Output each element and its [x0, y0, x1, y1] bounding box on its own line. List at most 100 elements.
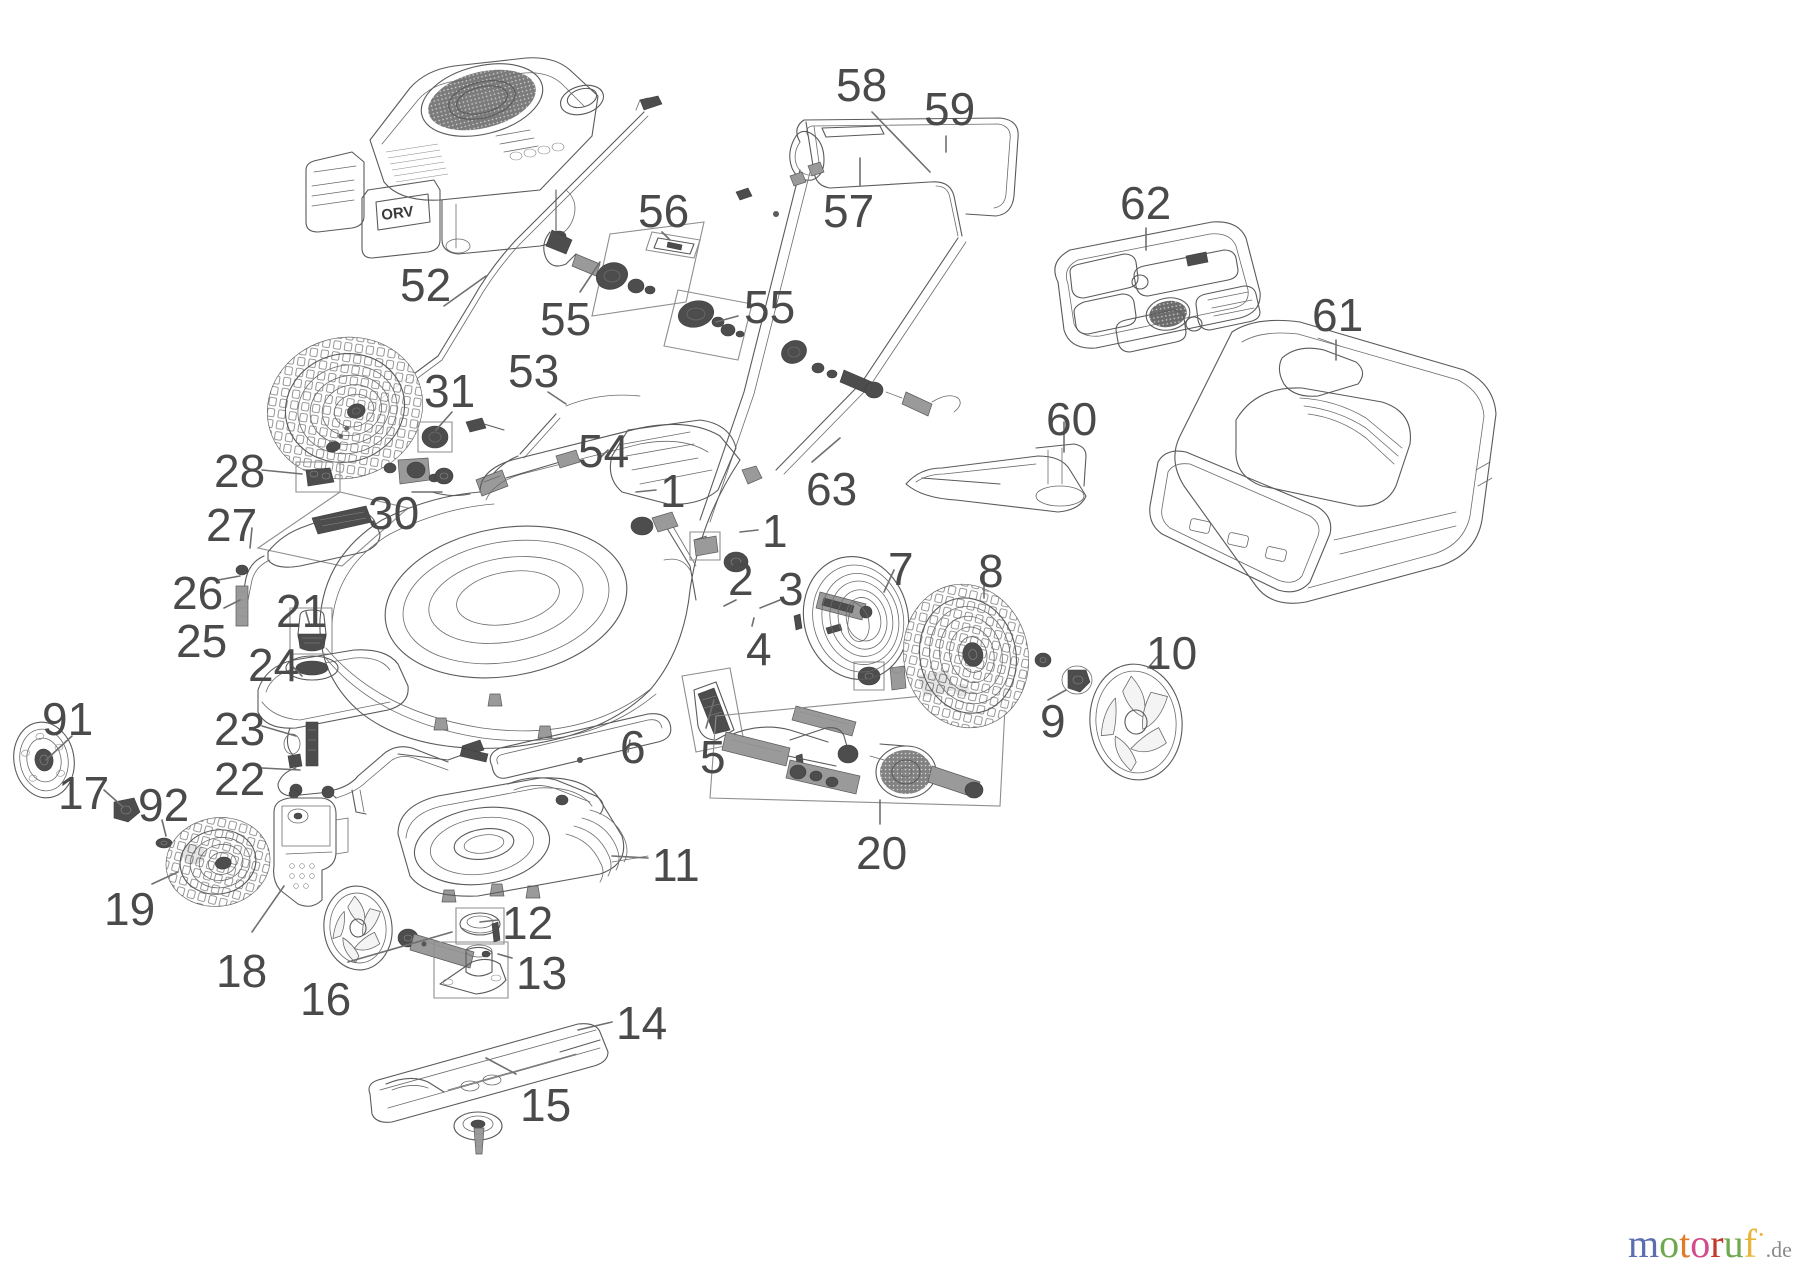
callout-1[interactable]: 1	[762, 505, 788, 557]
pin-25	[235, 585, 249, 627]
motoruf-logo[interactable]: motoruf·.de	[1628, 1222, 1792, 1264]
console-62	[1054, 221, 1261, 353]
leader-line-15	[485, 1057, 517, 1075]
callout-4[interactable]: 4	[746, 623, 772, 675]
callout-92[interactable]: 92	[138, 779, 190, 831]
callout-15[interactable]: 15	[520, 1079, 572, 1131]
callout-63[interactable]: 63	[806, 463, 858, 515]
callout-27[interactable]: 27	[206, 499, 258, 551]
leader-line-55	[579, 261, 601, 293]
callout-55[interactable]: 55	[744, 281, 796, 333]
side-chute-60	[905, 443, 1087, 513]
cable-subassembly-55-right	[663, 289, 753, 361]
callout-56[interactable]: 56	[638, 185, 690, 237]
callout-55[interactable]: 55	[540, 293, 592, 345]
callout-26[interactable]: 26	[172, 567, 224, 619]
callout-22[interactable]: 22	[214, 753, 266, 805]
callout-62[interactable]: 62	[1120, 177, 1172, 229]
leader-line-56	[661, 231, 671, 241]
callout-5[interactable]: 5	[700, 731, 726, 783]
logo-letter-3: o	[1690, 1221, 1711, 1267]
callout-23[interactable]: 23	[214, 703, 266, 755]
callout-28[interactable]: 28	[214, 445, 266, 497]
callout-59[interactable]: 59	[924, 83, 976, 135]
callout-12[interactable]: 12	[502, 897, 554, 949]
callout-19[interactable]: 19	[104, 883, 156, 935]
tire-8	[902, 583, 1030, 729]
hardware-cluster	[383, 457, 471, 497]
leader-line-92	[161, 819, 167, 837]
callout-14[interactable]: 14	[616, 997, 668, 1049]
callout-1[interactable]: 1	[660, 465, 686, 517]
logo-letter-0: m	[1628, 1221, 1660, 1267]
leader-line-2	[723, 599, 737, 607]
callout-8[interactable]: 8	[978, 545, 1004, 597]
transmission-11	[397, 777, 649, 897]
leader-line-1	[635, 489, 657, 493]
fastener-28	[295, 461, 341, 493]
callout-91[interactable]: 91	[42, 693, 94, 745]
callout-10[interactable]: 10	[1146, 627, 1198, 679]
leader-line-9	[1047, 689, 1067, 701]
spoke-hubcap-10	[1089, 663, 1183, 781]
leader-line-26	[217, 575, 241, 581]
callout-57[interactable]: 57	[823, 185, 875, 237]
leader-line-18	[251, 885, 285, 933]
callout-17[interactable]: 17	[58, 767, 110, 819]
rear-wheel-left-art	[267, 336, 423, 480]
plate-56	[645, 231, 701, 259]
leader-line-5	[705, 699, 715, 729]
leader-line-19	[151, 871, 179, 885]
screw-30	[465, 417, 505, 433]
leader-line-24	[289, 663, 303, 677]
logo-letter-5: u	[1723, 1221, 1744, 1267]
leader-line-22	[261, 767, 301, 771]
leader-line-17	[103, 789, 123, 807]
callout-20[interactable]: 20	[856, 827, 908, 879]
leader-line-54	[597, 449, 609, 461]
callout-9[interactable]: 9	[1040, 695, 1066, 747]
callout-2[interactable]: 2	[728, 553, 754, 605]
logo-letter-1: o	[1659, 1221, 1680, 1267]
callout-58[interactable]: 58	[836, 59, 888, 111]
leader-line-10	[1147, 653, 1161, 669]
callout-13[interactable]: 13	[516, 947, 568, 999]
callout-60[interactable]: 60	[1046, 393, 1098, 445]
callout-11[interactable]: 11	[652, 839, 700, 891]
bushing-31	[417, 421, 453, 453]
leader-line-28	[261, 469, 303, 475]
leader-line-4	[751, 617, 755, 627]
leader-line-16	[347, 931, 453, 963]
callout-54[interactable]: 54	[578, 425, 630, 477]
leader-line-25	[223, 599, 241, 609]
callout-7[interactable]: 7	[888, 543, 914, 595]
callout-6[interactable]: 6	[620, 721, 646, 773]
callout-30[interactable]: 30	[368, 487, 420, 539]
handle-frame-art	[475, 117, 1019, 551]
leader-line-27	[249, 527, 253, 549]
engine-assembly-art: ORV	[305, 57, 605, 259]
callout-52[interactable]: 52	[400, 259, 452, 311]
blade-assembly-art	[323, 885, 609, 1155]
callout-61[interactable]: 61	[1312, 289, 1364, 341]
grass-catcher-61	[1149, 319, 1497, 604]
callout-53[interactable]: 53	[508, 345, 560, 397]
leader-line-23	[261, 725, 297, 737]
logo-letter-4: r	[1710, 1221, 1724, 1267]
leader-line-12	[479, 919, 499, 923]
callout-3[interactable]: 3	[778, 563, 804, 615]
callout-24[interactable]: 24	[248, 639, 300, 691]
drive-axle-20	[709, 687, 1007, 807]
leader-line-58	[871, 111, 931, 173]
logo-accent-dot: ·	[1756, 1220, 1766, 1249]
leader-line-3	[759, 599, 781, 609]
logo-letter-6: f	[1743, 1221, 1757, 1267]
callout-18[interactable]: 18	[216, 945, 268, 997]
bail-lever-27	[235, 491, 410, 601]
callout-21[interactable]: 21	[276, 585, 328, 637]
callout-31[interactable]: 31	[424, 365, 476, 417]
callout-16[interactable]: 16	[300, 973, 352, 1025]
callout-25[interactable]: 25	[176, 615, 228, 667]
